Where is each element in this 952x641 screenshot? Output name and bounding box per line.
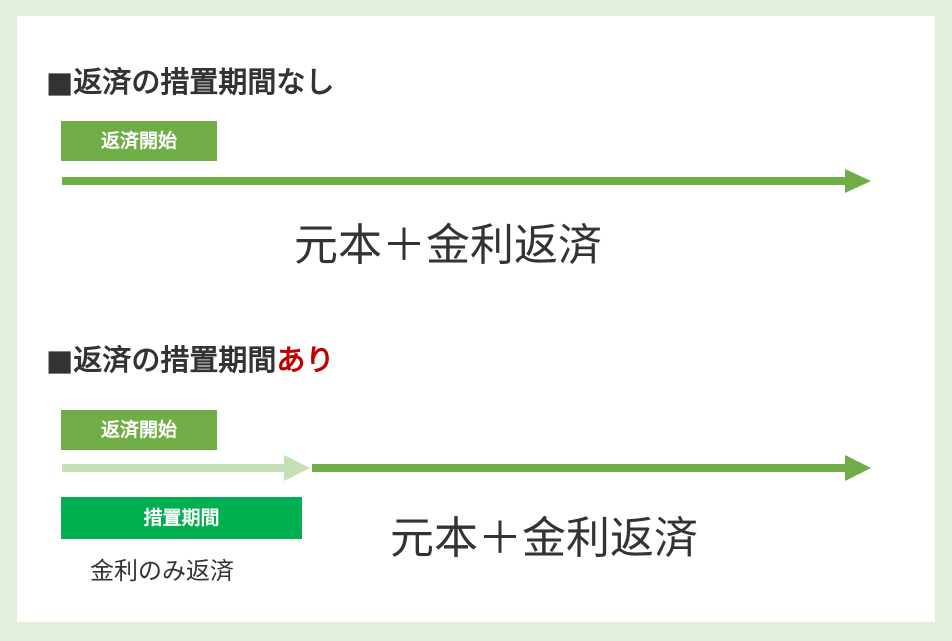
section-heading-with-deferment: ■返済の措置期間あり	[46, 342, 334, 378]
arrow-head	[284, 455, 310, 481]
label-principal-interest: 元本＋金利返済	[390, 513, 698, 564]
heading-accent: あり	[276, 343, 335, 377]
arrow-repayment	[312, 455, 871, 481]
label-interest-only: 金利のみ返済	[90, 557, 234, 585]
bullet-square: ■	[46, 343, 74, 377]
heading-text: 返済の措置期間なし	[73, 65, 335, 99]
tag-deferment-period: 措置期間	[61, 497, 302, 539]
arrow-deferment-period	[62, 455, 310, 481]
tag-repayment-start: 返済開始	[61, 410, 217, 450]
tag-repayment-start: 返済開始	[61, 121, 217, 161]
section-heading-no-deferment: ■返済の措置期間なし	[46, 64, 334, 100]
arrow-head	[845, 169, 871, 193]
heading-text: 返済の措置期間	[73, 343, 277, 377]
arrow-shaft	[312, 464, 847, 472]
label-principal-interest: 元本＋金利返済	[294, 220, 602, 271]
bullet-square: ■	[46, 65, 74, 99]
arrow-head	[845, 455, 871, 481]
arrow-no-deferment	[62, 169, 871, 193]
arrow-shaft	[62, 177, 847, 185]
arrow-shaft	[62, 464, 285, 472]
